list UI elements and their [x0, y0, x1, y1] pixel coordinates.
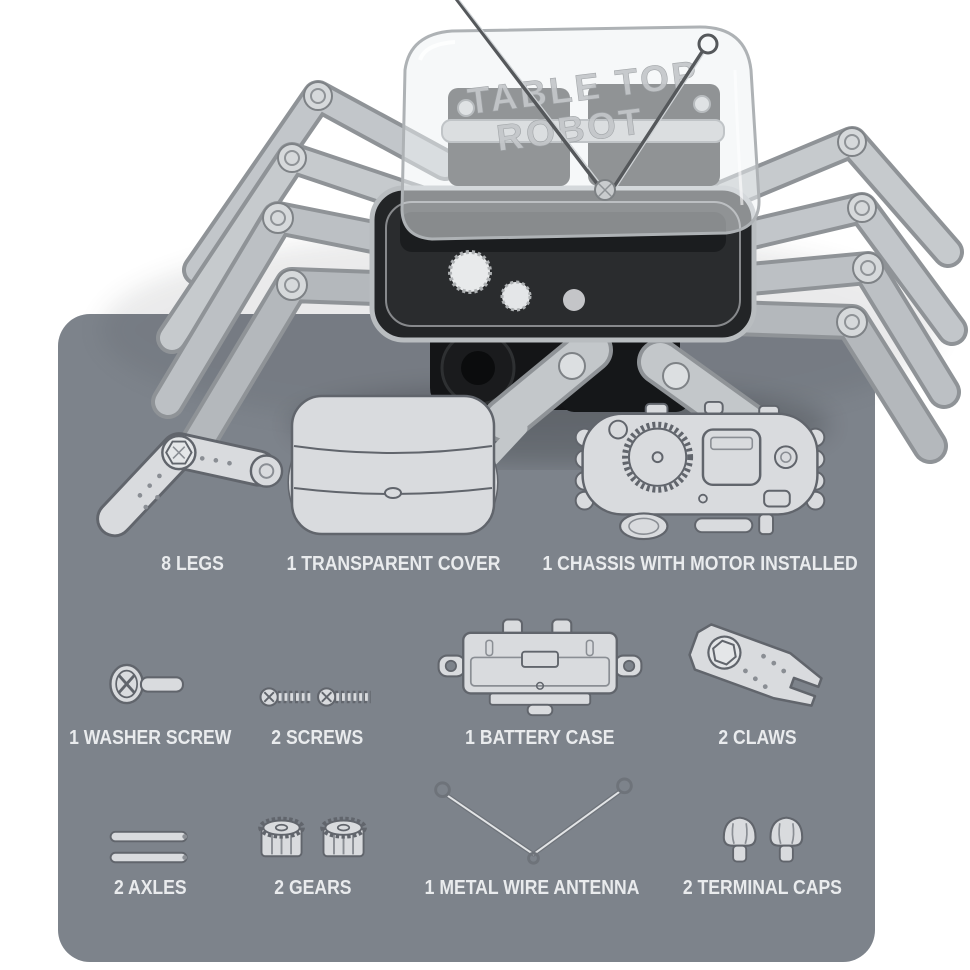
claws-icon — [688, 623, 823, 707]
gears-icon — [257, 816, 367, 858]
part-label: 1 TRANSPARENT COVER — [286, 553, 500, 575]
part-label: 8 LEGS — [161, 553, 224, 575]
robot-transparent-cover: TABLE TOP ROBOT — [400, 25, 761, 241]
part-cell-gears: 2 GEARS — [245, 768, 380, 898]
cover-icon — [287, 394, 499, 536]
part-cell-axles: 2 AXLES — [85, 768, 215, 898]
part-cell-cover: 1 TRANSPARENT COVER — [278, 386, 508, 574]
part-cell-battery-case: 1 BATTERY CASE — [430, 600, 650, 748]
part-label: 2 SCREWS — [271, 727, 364, 749]
battery-case-icon — [437, 618, 643, 717]
part-cell-washer-screw: 1 WASHER SCREW — [69, 606, 231, 748]
part-label: 2 GEARS — [273, 877, 352, 899]
part-label: 1 CHASSIS WITH MOTOR INSTALLED — [542, 553, 858, 575]
antenna-icon — [434, 777, 633, 865]
part-cell-terminal-caps: 2 TERMINAL CAPS — [683, 766, 842, 898]
part-cell-legs: 8 LEGS — [85, 388, 300, 574]
part-label: 1 METAL WIRE ANTENNA — [425, 877, 640, 899]
washer-screw-icon — [108, 663, 184, 705]
part-cell-antenna: 1 METAL WIRE ANTENNA — [420, 760, 645, 898]
part-cell-claws: 2 CLAWS — [665, 606, 850, 748]
terminal-caps-icon — [722, 816, 803, 863]
part-label: 2 AXLES — [113, 877, 187, 899]
part-label: 1 BATTERY CASE — [465, 727, 615, 749]
legs-icon — [96, 432, 284, 538]
leg-hex-nuts — [262, 81, 884, 338]
chassis-icon — [574, 400, 826, 541]
axles-icon — [109, 830, 188, 864]
part-label: 1 WASHER SCREW — [68, 727, 232, 749]
part-label: 2 CLAWS — [718, 727, 797, 749]
screws-icon — [258, 687, 371, 707]
part-label: 2 TERMINAL CAPS — [682, 877, 843, 899]
robot-antennae — [454, 0, 719, 201]
part-cell-screws: 2 SCREWS — [245, 618, 390, 748]
part-cell-chassis: 1 CHASSIS WITH MOTOR INSTALLED — [542, 388, 858, 574]
